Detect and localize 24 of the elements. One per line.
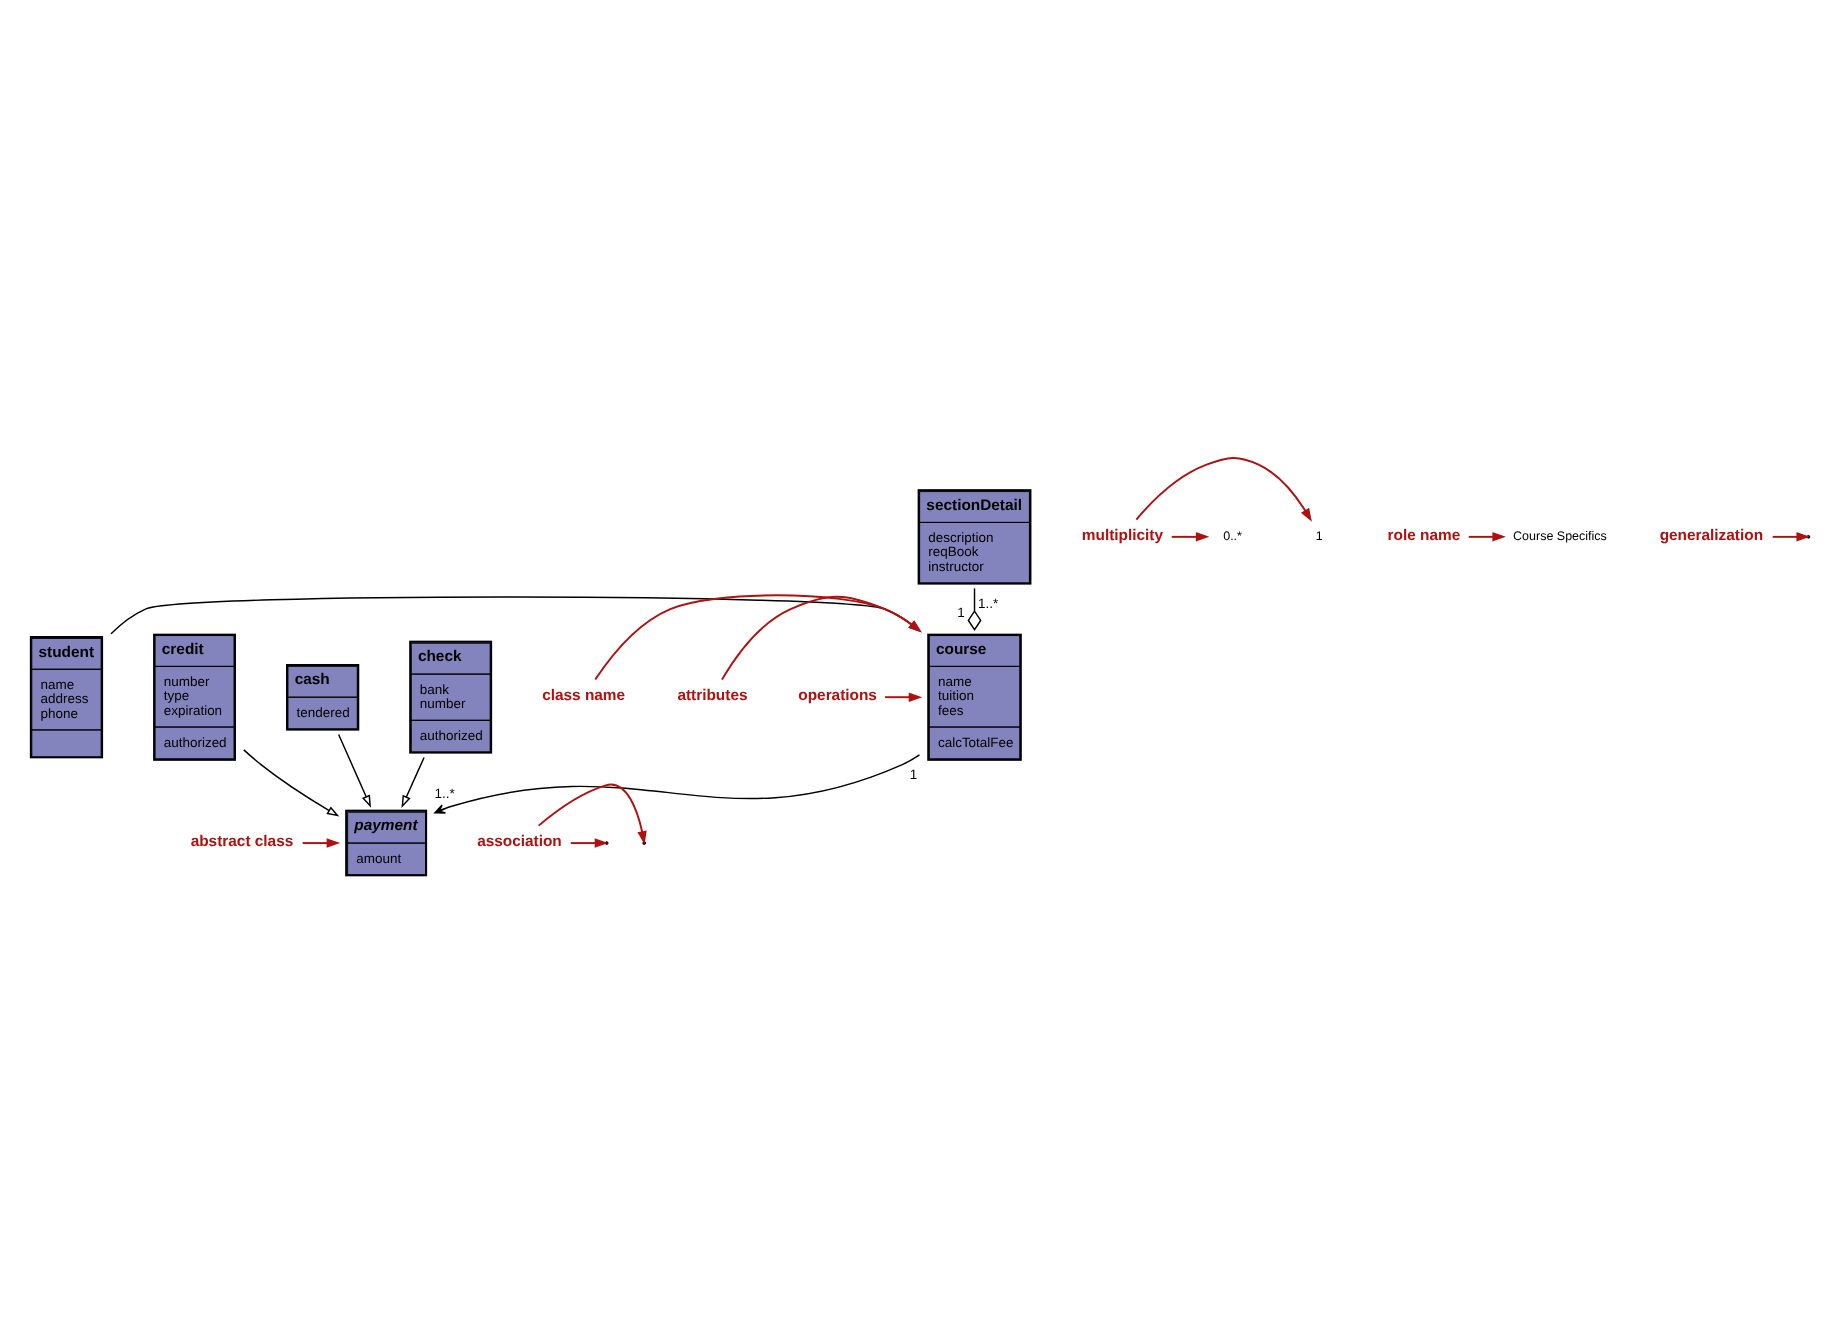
- connector: [110, 595, 921, 634]
- arrow: [1135, 456, 1312, 521]
- node-text: role name: [1387, 524, 1461, 543]
- arrow: [1771, 531, 1810, 541]
- arrow: [1467, 531, 1506, 541]
- node-text: association: [477, 830, 562, 849]
- arrow: [434, 753, 921, 813]
- node-text: multiplicity: [1081, 524, 1164, 543]
- connector: [967, 586, 982, 630]
- arrow: [401, 755, 425, 807]
- arrow: [301, 837, 341, 847]
- node-text: class name: [542, 684, 626, 703]
- node-text: operations: [798, 684, 877, 703]
- arrow: [594, 593, 922, 680]
- node-text: attributes: [677, 684, 748, 703]
- node-text: abstract class: [190, 830, 294, 849]
- arrow: [537, 782, 647, 844]
- arrow: [884, 691, 923, 701]
- arrow: [569, 837, 609, 847]
- node-text: generalization: [1659, 524, 1764, 543]
- arrow: [1170, 531, 1210, 541]
- arrow: [337, 732, 372, 807]
- arrow: [243, 748, 340, 816]
- arrow: [720, 594, 922, 680]
